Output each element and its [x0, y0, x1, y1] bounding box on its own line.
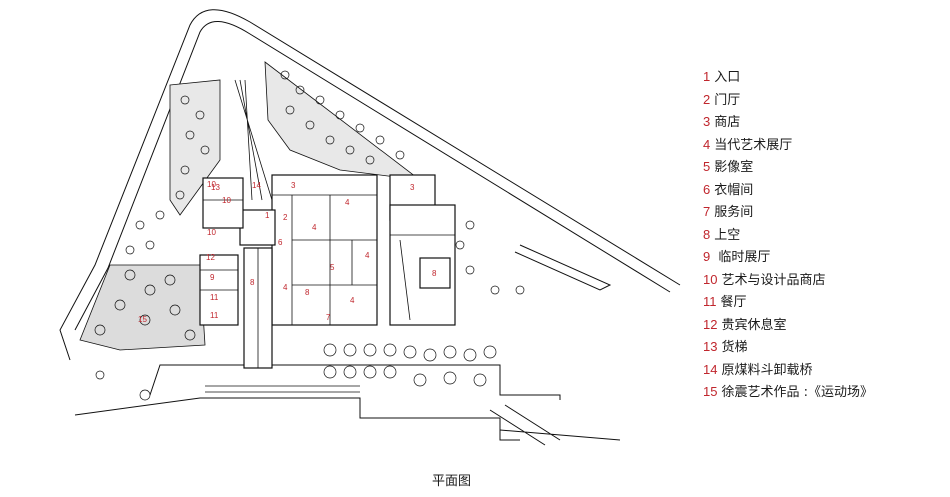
legend-item: 9 临时展厅	[703, 246, 873, 269]
legend-number: 5	[703, 159, 711, 174]
plan-label: 4	[345, 198, 350, 207]
legend-label: 服务间	[714, 205, 754, 220]
plan-label: 14	[252, 181, 261, 190]
plan-label: 8	[305, 288, 310, 297]
plan-label: 9	[210, 273, 215, 282]
legend-number: 3	[703, 114, 711, 129]
plan-label: 12	[206, 253, 215, 262]
legend-number: 12	[703, 316, 718, 332]
legend-number: 9	[703, 249, 711, 264]
plan-label: 8	[432, 269, 437, 278]
plan-label: 3	[410, 183, 415, 192]
legend-label: 货梯	[721, 340, 748, 355]
legend-label: 贵宾休息室	[721, 317, 787, 333]
legend-label: 当代艺术展厅	[714, 137, 793, 153]
plan-label: 4	[365, 251, 370, 260]
legend-number: 13	[703, 339, 718, 354]
legend-number: 1	[703, 69, 711, 84]
plan-numbers: 1 2 3 4 4 4 4 4 5 6 7 8 8 9 10 10 10 11 …	[138, 180, 437, 324]
legend-label: 门厅	[714, 92, 741, 108]
legend-label: 艺术与设计品商店	[721, 272, 826, 288]
plan-label: 10	[207, 228, 216, 237]
plan-label: 13	[211, 183, 220, 192]
main-building	[199, 174, 456, 369]
tree-dots	[94, 70, 525, 401]
plan-caption: 平面图	[432, 474, 472, 489]
plan-label: 11	[210, 293, 219, 302]
legend-number: 11	[703, 294, 717, 309]
plan-label: 5	[330, 263, 335, 272]
plan-label: 15	[138, 315, 147, 324]
plan-label: 10	[222, 196, 231, 205]
plan-label: 4	[312, 223, 317, 232]
plan-label: 8	[250, 278, 255, 287]
road-edge-inner	[74, 21, 671, 331]
legend-label: 原煤料斗卸载桥	[721, 362, 813, 378]
legend-number: 8	[703, 226, 711, 242]
plan-label: 4	[350, 296, 355, 305]
legend-label: 入口	[714, 70, 741, 85]
legend-label: 临时展厅	[714, 250, 771, 265]
legend-label: 徐震艺术作品 :《运动场》	[721, 385, 873, 400]
site-plan: 1 2 3 4 4 4 4 4 5 6 7 8 8 9 10 10 10 11 …	[59, 9, 681, 446]
legend-label: 餐厅	[720, 295, 747, 310]
legend-label: 上空	[714, 227, 741, 243]
legend-number: 14	[703, 361, 718, 377]
plan-label: 2	[283, 213, 288, 222]
road-spur	[514, 244, 612, 291]
plan-label: 11	[210, 311, 219, 320]
legend-number: 4	[703, 136, 711, 152]
road-edge-outer	[59, 9, 681, 361]
legend-number: 10	[703, 271, 718, 287]
plan-label: 1	[265, 211, 270, 220]
legend-number: 15	[703, 384, 718, 399]
plan-label: 6	[278, 238, 283, 247]
plan-label: 10	[207, 180, 216, 189]
legend-number: 6	[703, 181, 711, 197]
plan-label: 4	[283, 283, 288, 292]
plan-label: 3	[291, 181, 296, 190]
legend-label: 影像室	[714, 160, 754, 175]
bottom-path	[489, 404, 621, 446]
site-bottom-edge-2	[149, 364, 561, 400]
legend-number: 2	[703, 91, 711, 107]
legend-label: 衣帽间	[714, 182, 754, 198]
plan-label: 7	[326, 313, 331, 322]
site-bottom-edge	[74, 397, 520, 441]
partitions	[200, 79, 455, 393]
legend-label: 商店	[714, 115, 741, 130]
legend-number: 7	[703, 204, 711, 219]
